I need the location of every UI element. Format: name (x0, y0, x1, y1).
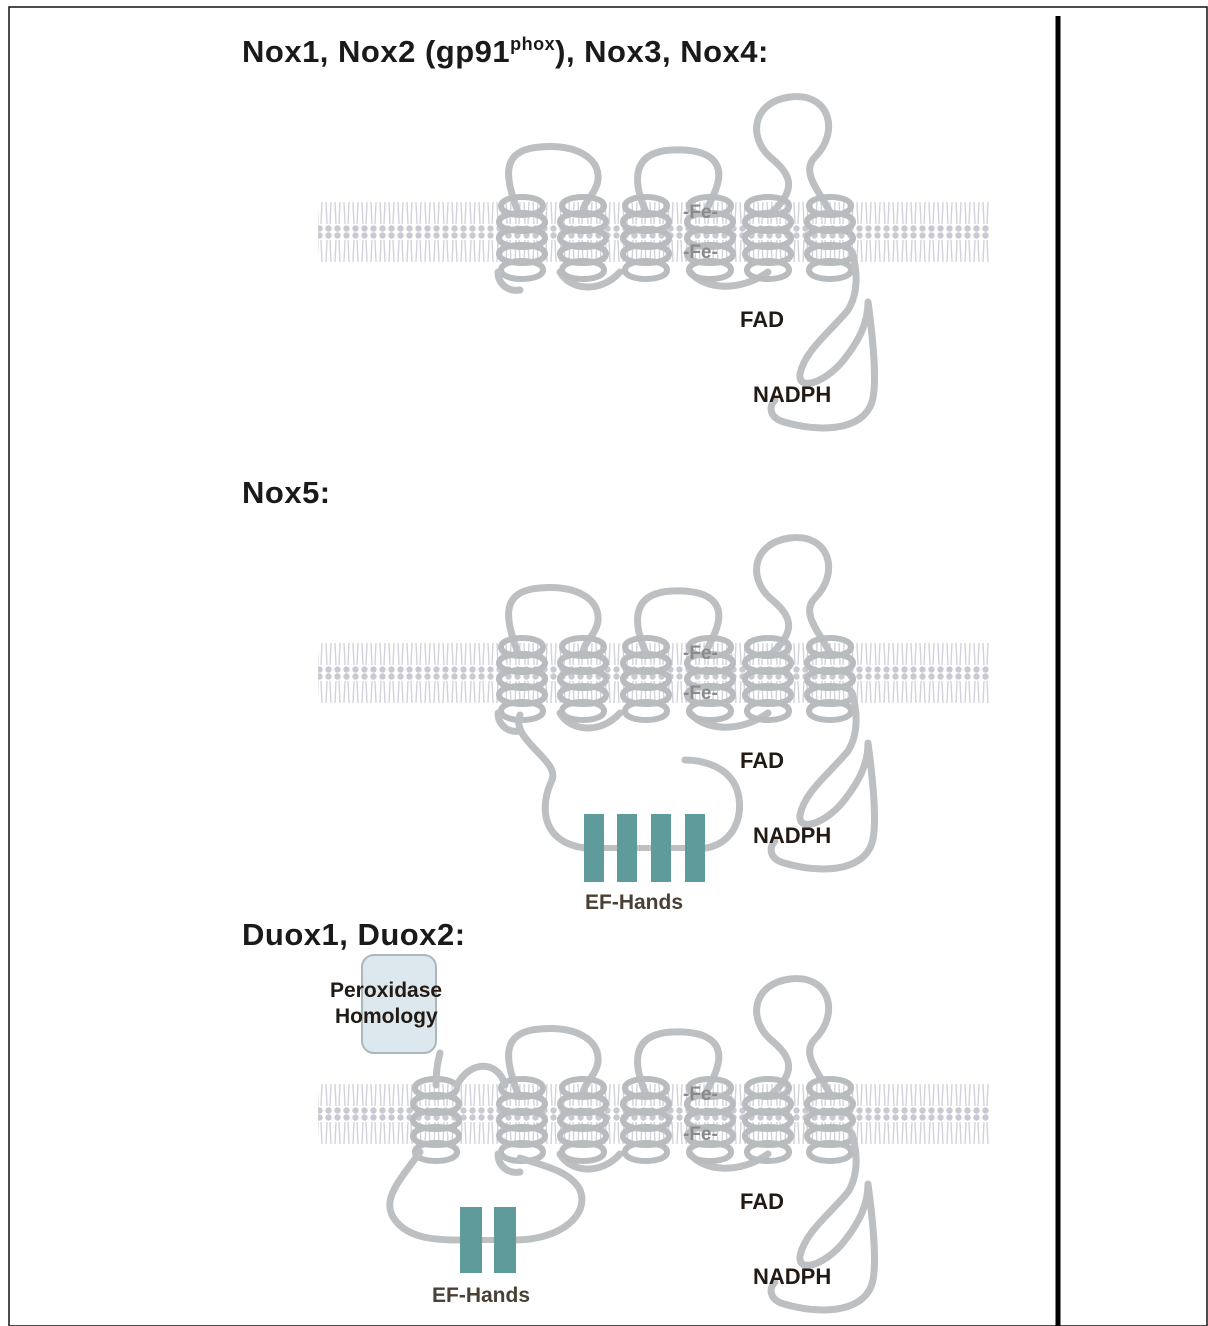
fe-label-top: -Fe- (683, 1084, 718, 1105)
panel-nox5: Nox5: EF-Hands -Fe- -Fe- FAD NADPH (242, 475, 990, 914)
panel-3-title: Duox1, Duox2: (242, 917, 466, 952)
peroxidase-box (361, 954, 437, 1054)
fe-label-bottom: -Fe- (683, 1124, 718, 1145)
panel-duox: Duox1, Duox2: Peroxidase Homology EF-Han… (242, 917, 990, 1310)
ef-hand-block (685, 814, 705, 882)
ef-hand-block (494, 1207, 516, 1273)
frame-border (8, 6, 1208, 1326)
ef-hand-loop (515, 711, 744, 852)
panel-nox1-4: Nox1, Nox2 (gp91phox), Nox3, Nox4: -Fe- … (242, 34, 990, 428)
panel-2-title: Nox5: (242, 475, 331, 510)
peroxidase-label-line2: Homology (335, 1005, 438, 1028)
ef-hand-block (617, 814, 637, 882)
nadph-label: NADPH (753, 1264, 831, 1289)
peroxidase-label-line1: Peroxidase (330, 979, 442, 1002)
fad-label: FAD (740, 748, 784, 773)
ef-hands-group (584, 814, 705, 882)
fe-label-bottom: -Fe- (683, 242, 718, 263)
fe-label-top: -Fe- (683, 202, 718, 223)
fe-label-bottom: -Fe- (683, 683, 718, 704)
nadph-label: NADPH (753, 823, 831, 848)
ef-hand-block (651, 814, 671, 882)
ef-hands-group (460, 1207, 516, 1273)
ef-hand-block (584, 814, 604, 882)
fad-label: FAD (740, 1189, 784, 1214)
ef-hands-label: EF-Hands (585, 891, 683, 914)
nox-core-diagram (318, 97, 990, 428)
fad-label: FAD (740, 307, 784, 332)
nadph-label: NADPH (753, 382, 831, 407)
ef-hand-loop (386, 1148, 586, 1244)
fe-label-top: -Fe- (683, 643, 718, 664)
ef-hand-block (460, 1207, 482, 1273)
panel-1-title: Nox1, Nox2 (gp91phox), Nox3, Nox4: (242, 34, 769, 69)
ef-hands-label: EF-Hands (432, 1284, 530, 1307)
